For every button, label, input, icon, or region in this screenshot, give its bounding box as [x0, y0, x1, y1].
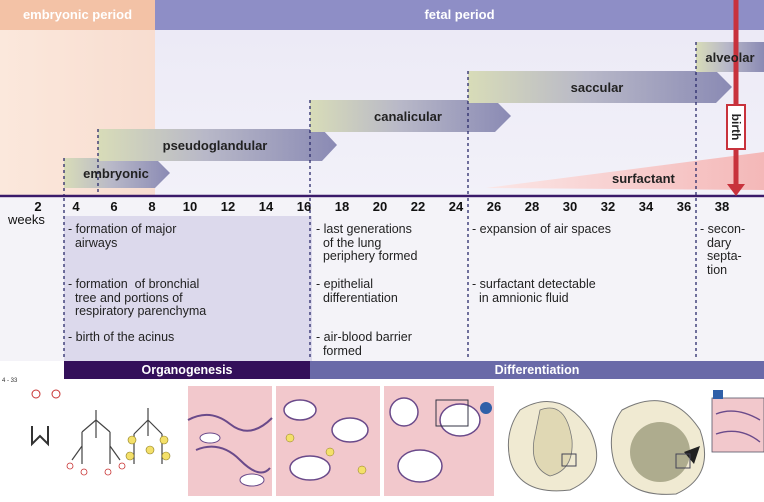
pseudoglandular-stage-arrow — [98, 129, 337, 161]
week-tick-24: 24 — [448, 199, 464, 214]
illustration-branching-tree — [66, 410, 126, 476]
week-tick-10: 10 — [182, 199, 198, 214]
illustration-acinus — [125, 408, 171, 464]
illustration-alveolar-sac — [610, 400, 706, 495]
week-tick-12: 12 — [220, 199, 236, 214]
surfactant-label: surfactant — [612, 171, 675, 186]
stage-boundaries-upper — [63, 42, 697, 197]
illustration-septation-detail — [711, 390, 764, 453]
weeks-label: weeks — [8, 212, 45, 227]
illustration-saccular-sac — [507, 401, 598, 492]
timeline-graphics — [0, 0, 764, 360]
fetal-period-bar: fetal period — [155, 0, 764, 30]
week-tick-6: 6 — [110, 199, 118, 214]
desc-surfactant-detectable: - surfactant detectable in amnionic flui… — [472, 277, 596, 305]
desc-expansion-air-spaces: - expansion of air spaces — [472, 222, 611, 236]
week-tick-28: 28 — [524, 199, 540, 214]
embryonic-period-bar: embryonic period — [0, 0, 155, 30]
desc-last-generations: - last generations of the lung periphery… — [316, 222, 418, 263]
week-tick-32: 32 — [600, 199, 616, 214]
desc-birth-of-acinus: - birth of the acinus — [68, 330, 175, 344]
desc-major-airways: - formation of major airways — [68, 222, 177, 250]
histology-illustration-strip — [20, 384, 764, 496]
canalicular-stage-label: canalicular — [374, 108, 442, 124]
week-tick-34: 34 — [638, 199, 654, 214]
birth-arrowhead — [727, 184, 745, 196]
week-tick-4: 4 — [72, 199, 80, 214]
saccular-stage-arrow — [468, 71, 732, 103]
organogenesis-shaded-area — [64, 216, 312, 361]
week-tick-16: 16 — [296, 199, 312, 214]
surfactant-wedge — [486, 152, 764, 190]
week-tick-22: 22 — [410, 199, 426, 214]
differentiation-band: Differentiation — [310, 361, 764, 379]
alveolar-stage-label: alveolar — [705, 49, 755, 65]
birth-label: birth — [729, 113, 743, 141]
desc-bronchial-tree: - formation of bronchial tree and portio… — [68, 277, 207, 318]
embryonic-stage-label: embryonic — [83, 165, 149, 181]
illustration-embryonic-bud — [20, 384, 61, 494]
week-tick-14: 14 — [258, 199, 274, 214]
week-tick-26: 26 — [486, 199, 502, 214]
alveolar-stage-arrow — [696, 42, 764, 72]
illustration-histology-1 — [187, 386, 273, 496]
week-tick-20: 20 — [372, 199, 388, 214]
week-tick-18: 18 — [334, 199, 350, 214]
figure-label: 4 - 33 — [2, 378, 18, 384]
desc-epithelial-differentiation: - epithelial differentiation — [316, 277, 398, 305]
illustration-histology-3 — [384, 386, 494, 496]
pseudoglandular-stage-label: pseudoglandular — [162, 137, 268, 153]
embryonic-stage-arrow — [64, 158, 170, 188]
saccular-stage-label: saccular — [570, 79, 624, 95]
organogenesis-band: Organogenesis — [64, 361, 310, 379]
desc-air-blood-barrier: - air-blood barrier formed — [316, 330, 412, 358]
week-tick-38: 38 — [714, 199, 730, 214]
illustration-histology-2 — [276, 386, 380, 496]
week-tick-30: 30 — [562, 199, 578, 214]
stage-boundaries-lower — [63, 198, 697, 360]
desc-secondary-septation: - secon- dary septa- tion — [700, 222, 746, 277]
week-tick-2: 2 — [34, 199, 42, 214]
birth-label-box: birth — [726, 104, 746, 150]
week-tick-8: 8 — [148, 199, 156, 214]
week-tick-36: 36 — [676, 199, 692, 214]
canalicular-stage-arrow — [310, 100, 511, 132]
